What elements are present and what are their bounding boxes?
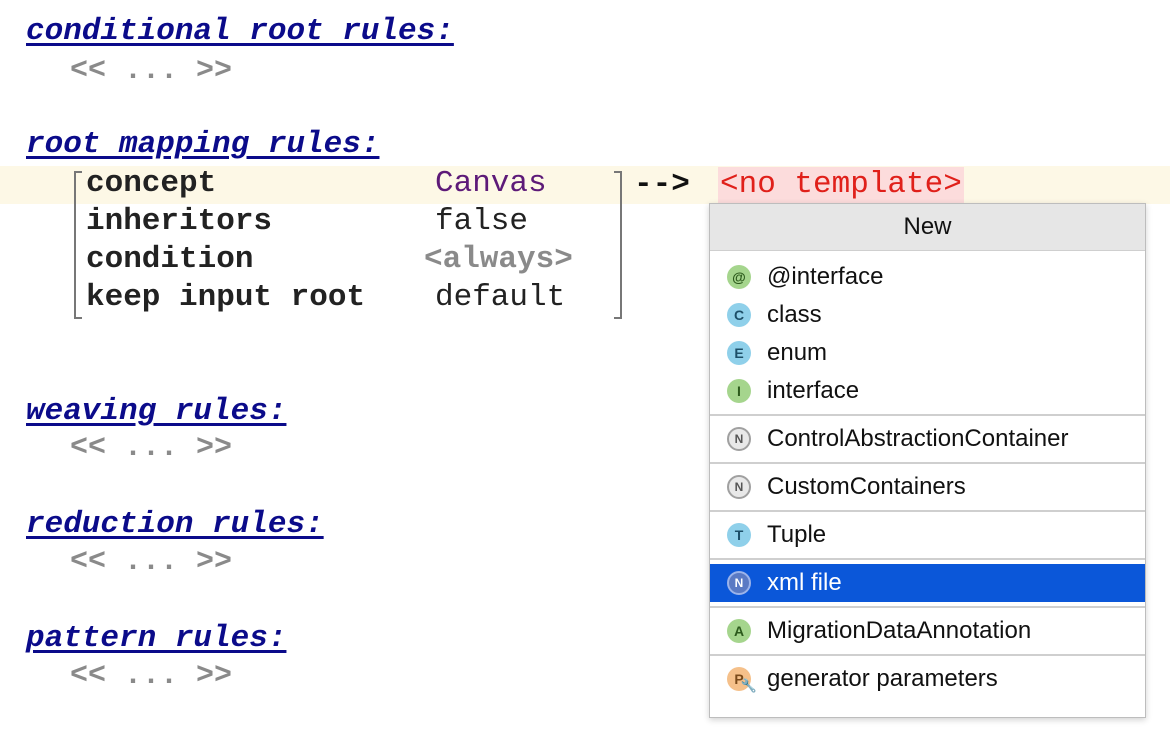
interface-icon: I	[727, 379, 751, 403]
condition-key: condition	[86, 242, 254, 277]
menu-item-enum[interactable]: E enum	[710, 334, 1145, 372]
inheritors-value[interactable]: false	[435, 204, 529, 239]
menu-item-label: enum	[767, 339, 828, 366]
parameters-icon: P 🔧	[727, 667, 757, 693]
reduction-rules-title: reduction rules:	[26, 507, 324, 542]
menu-item-annotation[interactable]: @ @interface	[710, 258, 1145, 296]
menu-item-control-abstraction-container[interactable]: N ControlAbstractionContainer	[710, 420, 1145, 458]
enum-icon: E	[727, 341, 751, 365]
menu-item-label: class	[767, 301, 822, 328]
pattern-rules-title: pattern rules:	[26, 621, 287, 656]
root-mapping-rules-title: root mapping rules:	[26, 127, 380, 162]
menu-item-interface[interactable]: I interface	[710, 372, 1145, 410]
popup-header: New	[710, 204, 1145, 251]
popup-group-tuple: T Tuple	[710, 512, 1145, 560]
class-icon: C	[727, 303, 751, 327]
menu-item-label: MigrationDataAnnotation	[767, 617, 1032, 644]
menu-item-xml-file[interactable]: N xml file	[710, 564, 1145, 602]
keep-input-root-key: keep input root	[86, 280, 366, 315]
concept-key: concept	[86, 166, 217, 201]
menu-item-label: CustomContainers	[767, 473, 966, 500]
menu-item-custom-containers[interactable]: N CustomContainers	[710, 468, 1145, 506]
menu-item-generator-parameters[interactable]: P 🔧 generator parameters	[710, 660, 1145, 698]
menu-item-label: ControlAbstractionContainer	[767, 425, 1069, 452]
mapping-arrow: -->	[634, 167, 690, 202]
menu-item-label: interface	[767, 377, 860, 404]
pattern-rules-placeholder[interactable]: << ... >>	[70, 659, 233, 693]
keep-input-root-value[interactable]: default	[435, 280, 566, 315]
parameters-icon-letter: P	[734, 671, 744, 687]
condition-value[interactable]: <always>	[424, 242, 573, 277]
annotation-icon: @	[727, 265, 751, 289]
new-popup-menu: New @ @interface C class E enum I interf…	[709, 203, 1146, 718]
menu-item-label: Tuple	[767, 521, 827, 548]
popup-group-custom: N CustomContainers	[710, 464, 1145, 512]
wrench-icon: 🔧	[740, 678, 757, 693]
inheritors-key: inheritors	[86, 204, 273, 239]
current-line-highlight	[0, 166, 1170, 204]
popup-group-control: N ControlAbstractionContainer	[710, 416, 1145, 464]
popup-group-migration: A MigrationDataAnnotation	[710, 608, 1145, 656]
conditional-root-rules-placeholder[interactable]: << ... >>	[70, 54, 233, 88]
node-icon: N	[727, 427, 751, 451]
weaving-rules-title: weaving rules:	[26, 394, 287, 429]
root-mapping-rule-table: concept Canvas inheritors false conditio…	[74, 165, 622, 319]
menu-item-label: xml file	[767, 569, 842, 596]
table-left-bracket	[74, 171, 82, 319]
menu-item-tuple[interactable]: T Tuple	[710, 516, 1145, 554]
popup-group-generator: P 🔧 generator parameters	[710, 656, 1145, 702]
reduction-rules-placeholder[interactable]: << ... >>	[70, 545, 233, 579]
node-icon: N	[727, 571, 751, 595]
concept-value[interactable]: Canvas	[435, 166, 547, 201]
table-right-bracket	[614, 171, 622, 319]
no-template-target[interactable]: <no template>	[718, 167, 964, 205]
node-icon: N	[727, 475, 751, 499]
menu-item-migration-data-annotation[interactable]: A MigrationDataAnnotation	[710, 612, 1145, 650]
popup-group-java: @ @interface C class E enum I interface	[710, 251, 1145, 416]
conditional-root-rules-title: conditional root rules:	[26, 14, 454, 49]
annotation-a-icon: A	[727, 619, 751, 643]
tuple-icon: T	[727, 523, 751, 547]
weaving-rules-placeholder[interactable]: << ... >>	[70, 431, 233, 465]
menu-item-class[interactable]: C class	[710, 296, 1145, 334]
popup-group-xml: N xml file	[710, 560, 1145, 608]
menu-item-label: generator parameters	[767, 665, 998, 692]
menu-item-label: @interface	[767, 263, 884, 290]
